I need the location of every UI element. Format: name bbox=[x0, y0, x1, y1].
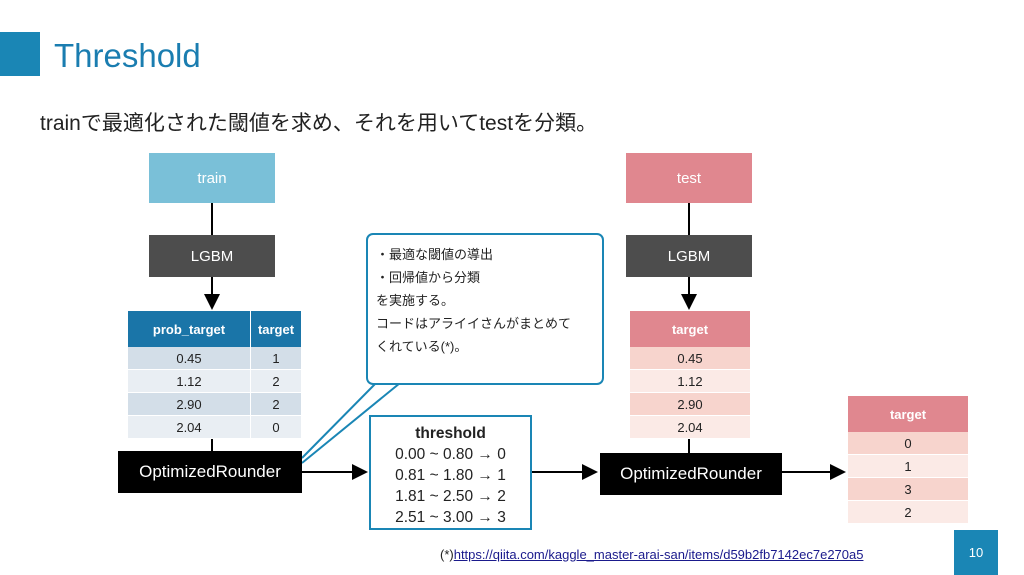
column-header-prob-target: prob_target bbox=[128, 311, 251, 347]
table-cell: 0 bbox=[848, 432, 968, 455]
page-title: Threshold bbox=[54, 37, 201, 74]
threshold-rule: 0.00 ~ 0.80 → 0 bbox=[395, 446, 506, 463]
page-number: 10 bbox=[954, 530, 998, 575]
table-cell: 1 bbox=[848, 455, 968, 478]
table-cell: 2 bbox=[251, 393, 301, 416]
table-cell: 0 bbox=[251, 416, 301, 439]
title-accent-bar bbox=[0, 32, 40, 76]
train-prediction-table: prob_target target 0.45 1 1.12 2 2.90 2 … bbox=[128, 311, 301, 439]
page-subtitle: trainで最適化された閾値を求め、それを用いてtestを分類。 bbox=[40, 112, 598, 135]
table-cell: 1.12 bbox=[128, 370, 251, 393]
lgbm-box-train: LGBM bbox=[149, 235, 275, 277]
table-row: 0.45 1 bbox=[128, 347, 301, 370]
callout-line: を実施する。 bbox=[376, 293, 455, 308]
table-cell: 3 bbox=[848, 478, 968, 501]
callout-line: ・回帰値から分類 bbox=[376, 270, 481, 285]
column-header-target: target bbox=[251, 311, 301, 347]
threshold-heading: threshold bbox=[415, 425, 486, 442]
callout-line: ・最適な閾値の導出 bbox=[376, 247, 494, 262]
train-box: train bbox=[149, 153, 275, 203]
optimized-rounder-test: OptimizedRounder bbox=[600, 453, 782, 495]
footnote-marker: (*) bbox=[440, 547, 454, 562]
callout-note: ・最適な閾値の導出 ・回帰値から分類 を実施する。 コードはアライイさんがまとめ… bbox=[366, 233, 604, 385]
callout-line: くれている(*)。 bbox=[376, 339, 468, 354]
table-cell: 2 bbox=[251, 370, 301, 393]
threshold-rule: 0.81 ~ 1.80 → 1 bbox=[395, 467, 506, 484]
optimized-rounder-train: OptimizedRounder bbox=[118, 451, 302, 493]
table-cell: 2.90 bbox=[128, 393, 251, 416]
table-row: 1.12 2 bbox=[128, 370, 301, 393]
table-row: 0 bbox=[848, 432, 968, 455]
table-row: 2.90 2 bbox=[128, 393, 301, 416]
table-cell: 2.04 bbox=[128, 416, 251, 439]
threshold-box: threshold 0.00 ~ 0.80 → 0 0.81 ~ 1.80 → … bbox=[369, 415, 532, 530]
test-box: test bbox=[626, 153, 752, 203]
threshold-rule: 1.81 ~ 2.50 → 2 bbox=[395, 488, 506, 505]
test-prediction-table: target 0.45 1.12 2.90 2.04 bbox=[630, 311, 750, 439]
table-row: 2.04 bbox=[630, 416, 750, 439]
footnote: (*)https://qiita.com/kaggle_master-arai-… bbox=[440, 547, 863, 562]
callout-line: コードはアライイさんがまとめて bbox=[376, 316, 572, 331]
table-cell: 2.90 bbox=[630, 393, 750, 416]
table-row: 2 bbox=[848, 501, 968, 524]
table-row: 0.45 bbox=[630, 347, 750, 370]
threshold-rule: 2.51 ~ 3.00 → 3 bbox=[395, 509, 506, 526]
table-cell: 0.45 bbox=[128, 347, 251, 370]
column-header-target: target bbox=[630, 311, 750, 347]
table-row: 3 bbox=[848, 478, 968, 501]
lgbm-box-test: LGBM bbox=[626, 235, 752, 277]
table-cell: 2.04 bbox=[630, 416, 750, 439]
table-cell: 1.12 bbox=[630, 370, 750, 393]
column-header-target: target bbox=[848, 396, 968, 432]
table-cell: 0.45 bbox=[630, 347, 750, 370]
table-row: 1.12 bbox=[630, 370, 750, 393]
table-row: 1 bbox=[848, 455, 968, 478]
table-row: 2.04 0 bbox=[128, 416, 301, 439]
table-row: 2.90 bbox=[630, 393, 750, 416]
footnote-link[interactable]: https://qiita.com/kaggle_master-arai-san… bbox=[453, 547, 864, 562]
output-class-table: target 0 1 3 2 bbox=[848, 396, 968, 524]
table-cell: 1 bbox=[251, 347, 301, 370]
table-cell: 2 bbox=[848, 501, 968, 524]
